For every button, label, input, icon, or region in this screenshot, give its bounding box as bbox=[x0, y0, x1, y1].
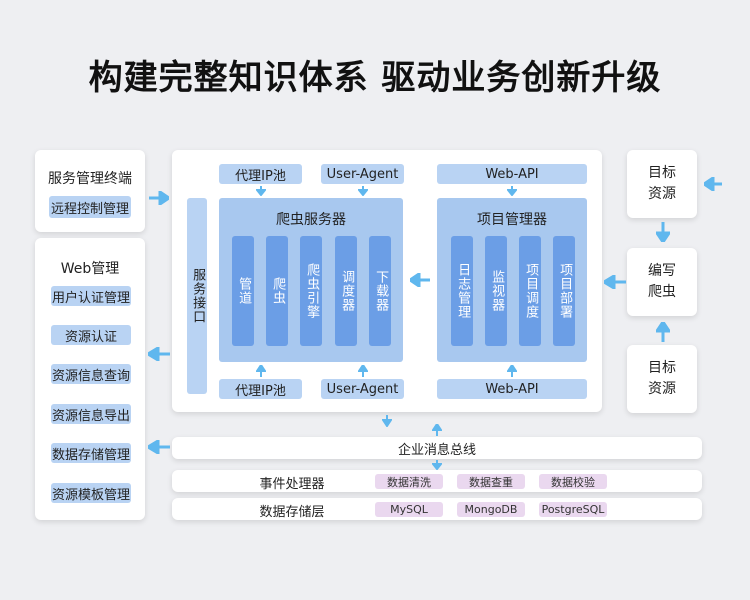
arrow-left-bus bbox=[148, 440, 170, 454]
crawler-col-2: 爬虫引擎 bbox=[300, 236, 322, 346]
web-management-title: Web管理 bbox=[60, 261, 120, 277]
service-terminal-title: 服务管理终端 bbox=[48, 171, 132, 187]
web-item-0[interactable]: 用户认证管理 bbox=[51, 286, 131, 306]
event-tag-0: 数据清洗 bbox=[375, 474, 443, 489]
project-col-1-label: 监视器 bbox=[489, 270, 505, 312]
arrow-down-ua-top bbox=[358, 186, 368, 196]
user-agent-top: User-Agent bbox=[321, 164, 404, 184]
web-item-5[interactable]: 资源模板管理 bbox=[51, 483, 131, 503]
arrow-left-crawler-to-center bbox=[604, 275, 626, 289]
crawler-server: 爬虫服务器 管道 爬虫 爬虫引擎 调度器 下载器 bbox=[219, 198, 403, 362]
data-storage-bar: 数据存储层 MySQL MongoDB PostgreSQL bbox=[172, 498, 702, 520]
event-tag-2: 数据校验 bbox=[539, 474, 607, 489]
crawler-col-0: 管道 bbox=[232, 236, 254, 346]
project-manager: 项目管理器 日志管理 监视器 项目调度 项目部署 bbox=[437, 198, 587, 362]
crawler-col-2-label: 爬虫引擎 bbox=[304, 263, 320, 319]
user-agent-bottom: User-Agent bbox=[321, 379, 404, 399]
write-crawler-card: 编写爬虫 bbox=[627, 248, 697, 316]
write-crawler-label: 编写爬虫 bbox=[648, 263, 676, 300]
enterprise-message-bus-label: 企业消息总线 bbox=[397, 442, 476, 458]
arrow-up-ua-bottom bbox=[358, 365, 368, 377]
arrow-down-bus-to-event bbox=[432, 460, 442, 470]
arrow-down-target-to-crawler bbox=[656, 222, 670, 242]
project-col-3: 项目部署 bbox=[553, 236, 575, 346]
arrow-down-proxy-top bbox=[256, 186, 266, 196]
arrow-up-webapi-bottom bbox=[507, 365, 517, 377]
project-col-0-label: 日志管理 bbox=[455, 263, 471, 319]
arrow-left-pm-to-crawler bbox=[410, 273, 430, 287]
center-system-card: 服务接口 代理IP池 User-Agent 爬虫服务器 管道 爬虫 爬虫引擎 调… bbox=[172, 150, 602, 412]
storage-tag-2: PostgreSQL bbox=[539, 502, 607, 517]
crawler-col-3: 调度器 bbox=[335, 236, 357, 346]
web-api-bottom: Web-API bbox=[437, 379, 587, 399]
web-item-3[interactable]: 资源信息导出 bbox=[51, 404, 131, 424]
service-terminal-card: 服务管理终端 远程控制管理 bbox=[35, 150, 145, 232]
web-item-2[interactable]: 资源信息查询 bbox=[51, 364, 131, 384]
target-resource-top-card: 目标资源 bbox=[627, 150, 697, 218]
arrow-right-in-target-top bbox=[704, 177, 722, 191]
storage-tag-1: MongoDB bbox=[457, 502, 525, 517]
remote-control-item[interactable]: 远程控制管理 bbox=[49, 196, 131, 218]
data-storage-label: 数据存储层 bbox=[259, 505, 325, 520]
project-col-3-label: 项目部署 bbox=[557, 263, 573, 319]
arrow-left-web bbox=[148, 347, 170, 361]
target-resource-top-label: 目标资源 bbox=[648, 165, 676, 202]
proxy-pool-bottom: 代理IP池 bbox=[219, 379, 302, 399]
web-management-card: Web管理 用户认证管理 资源认证 资源信息查询 资源信息导出 数据存储管理 资… bbox=[35, 238, 145, 520]
arrow-up-proxy-bottom bbox=[256, 365, 266, 377]
crawler-col-3-label: 调度器 bbox=[339, 270, 355, 312]
event-processor-bar: 事件处理器 数据清洗 数据查重 数据校验 bbox=[172, 470, 702, 492]
crawler-col-1-label: 爬虫 bbox=[270, 277, 286, 305]
crawler-col-4: 下载器 bbox=[369, 236, 391, 346]
project-manager-title: 项目管理器 bbox=[477, 212, 547, 228]
arrow-down-webapi-top bbox=[507, 186, 517, 196]
web-item-1[interactable]: 资源认证 bbox=[51, 325, 131, 345]
crawler-col-4-label: 下载器 bbox=[373, 270, 389, 312]
web-item-4[interactable]: 数据存储管理 bbox=[51, 443, 131, 463]
target-resource-bottom-label: 目标资源 bbox=[648, 360, 676, 397]
service-interface-label: 服务接口 bbox=[190, 268, 206, 324]
project-col-2-label: 项目调度 bbox=[523, 263, 539, 319]
crawler-col-1: 爬虫 bbox=[266, 236, 288, 346]
project-col-1: 监视器 bbox=[485, 236, 507, 346]
proxy-pool-top: 代理IP池 bbox=[219, 164, 302, 184]
project-col-0: 日志管理 bbox=[451, 236, 473, 346]
enterprise-message-bus: 企业消息总线 bbox=[172, 437, 702, 459]
target-resource-bottom-card: 目标资源 bbox=[627, 345, 697, 413]
web-api-top: Web-API bbox=[437, 164, 587, 184]
storage-tag-0: MySQL bbox=[375, 502, 443, 517]
arrow-down-to-bus-left bbox=[382, 415, 392, 427]
crawler-server-title: 爬虫服务器 bbox=[276, 212, 346, 228]
arrow-right-terminal bbox=[149, 191, 169, 205]
crawler-col-0-label: 管道 bbox=[236, 277, 252, 305]
event-tag-1: 数据查重 bbox=[457, 474, 525, 489]
arrow-up-from-bus-right bbox=[432, 424, 442, 436]
arrow-up-target-to-crawler bbox=[656, 322, 670, 342]
page-title: 构建完整知识体系 驱动业务创新升级 bbox=[88, 58, 662, 98]
service-interface: 服务接口 bbox=[187, 198, 207, 394]
event-processor-label: 事件处理器 bbox=[259, 477, 325, 492]
project-col-2: 项目调度 bbox=[519, 236, 541, 346]
